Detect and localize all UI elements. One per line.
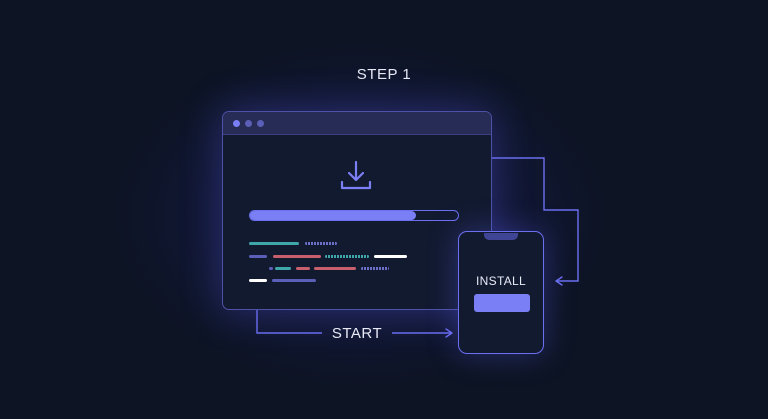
code-line: [249, 255, 267, 258]
code-line: [275, 267, 291, 270]
install-label: INSTALL: [476, 274, 526, 288]
download-progress-bar: [249, 210, 459, 221]
download-icon: [340, 160, 372, 190]
step-label: STEP 1: [356, 66, 412, 83]
code-line: [272, 279, 316, 282]
browser-title-bar: [223, 112, 491, 135]
code-line: [249, 279, 267, 282]
connector-start-left: [256, 308, 322, 334]
window-dot: [257, 120, 264, 127]
download-progress-fill: [250, 211, 417, 220]
code-line: [374, 255, 407, 258]
phone-notch: [484, 233, 518, 240]
connector-browser-to-phone: [490, 157, 579, 286]
start-label: START: [331, 325, 383, 342]
code-line: [296, 267, 310, 270]
browser-window: [222, 111, 492, 310]
code-line: [269, 267, 273, 270]
window-dot: [233, 120, 240, 127]
code-line: [249, 242, 299, 245]
install-button[interactable]: [474, 294, 530, 312]
window-dot: [245, 120, 252, 127]
phone-device: INSTALL: [458, 231, 544, 354]
code-line: [314, 267, 356, 270]
code-line: [325, 255, 369, 258]
code-line: [273, 255, 321, 258]
code-line: [361, 267, 389, 270]
code-line: [305, 242, 337, 245]
